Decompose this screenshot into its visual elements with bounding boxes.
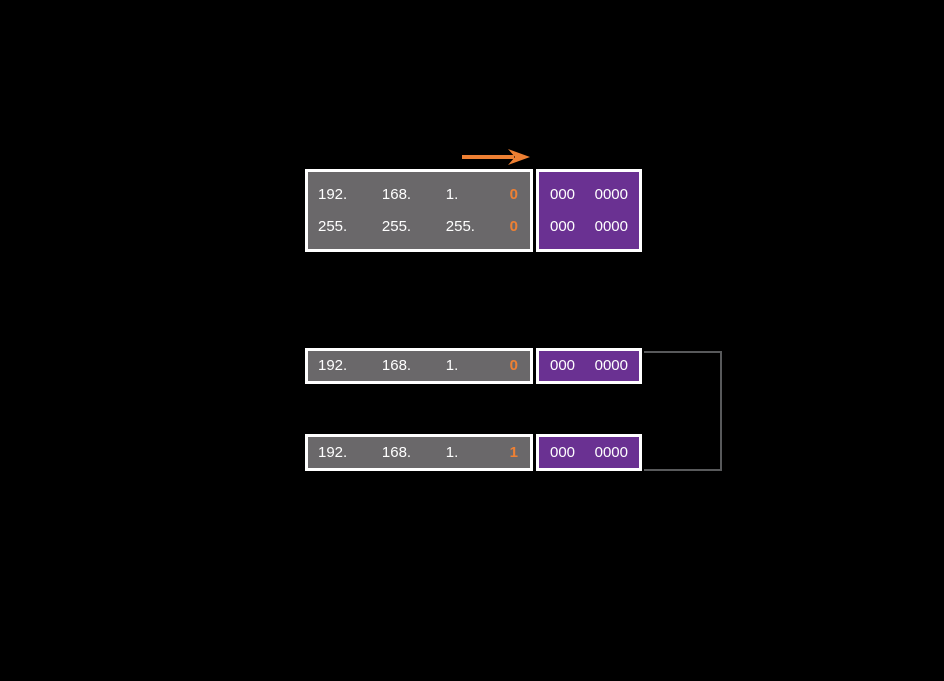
binary-group: 0000 — [594, 185, 628, 203]
octet: 1. — [445, 443, 459, 461]
binary-group: 000 — [550, 357, 576, 374]
binary-group: 000 — [550, 185, 576, 203]
octet: 255. — [445, 217, 475, 235]
binary-group: 000 — [550, 217, 576, 235]
octet-highlighted: 0 — [509, 357, 519, 374]
subnet-2-host-bits-box: 000 0000 — [536, 434, 642, 471]
binary-group: 0000 — [594, 357, 628, 374]
subnet-1-address-box: 192. 168. 1. 0 — [305, 348, 533, 384]
octet: 1. — [445, 185, 459, 203]
subnet-1-host-bits-box: 000 0000 — [536, 348, 642, 384]
octet: 168. — [381, 443, 412, 461]
octet: 255. — [318, 217, 348, 235]
host-bits-row: 000 0000 — [539, 184, 639, 206]
octet: 168. — [381, 357, 412, 374]
binary-group: 0000 — [594, 217, 628, 235]
right-arrow-icon — [462, 149, 530, 165]
octet-highlighted: 1 — [509, 443, 519, 461]
octet: 192. — [318, 185, 348, 203]
binary-group: 0000 — [594, 443, 628, 461]
host-bits-box: 000 0000 000 0000 — [536, 169, 642, 252]
binary-group: 000 — [550, 443, 576, 461]
octet: 1. — [445, 357, 459, 374]
host-bits-row: 000 0000 — [539, 216, 639, 238]
subnet-pair-bracket — [644, 351, 722, 471]
host-bits-row: 000 0000 — [539, 355, 639, 377]
ip-address-row: 192. 168. 1. 1 — [308, 442, 530, 464]
octet: 192. — [318, 443, 348, 461]
ip-address-row: 192. 168. 1. 0 — [308, 355, 530, 377]
network-address-box: 192. 168. 1. 0 255. 255. 255. 0 — [305, 169, 533, 252]
octet: 168. — [381, 185, 412, 203]
subnet-mask-row: 255. 255. 255. 0 — [308, 216, 530, 238]
subnet-2-address-box: 192. 168. 1. 1 — [305, 434, 533, 471]
octet-highlighted: 0 — [509, 217, 519, 235]
ip-address-row: 192. 168. 1. 0 — [308, 184, 530, 206]
host-bits-row: 000 0000 — [539, 442, 639, 464]
octet-highlighted: 0 — [509, 185, 519, 203]
octet: 255. — [381, 217, 412, 235]
octet: 192. — [318, 357, 348, 374]
